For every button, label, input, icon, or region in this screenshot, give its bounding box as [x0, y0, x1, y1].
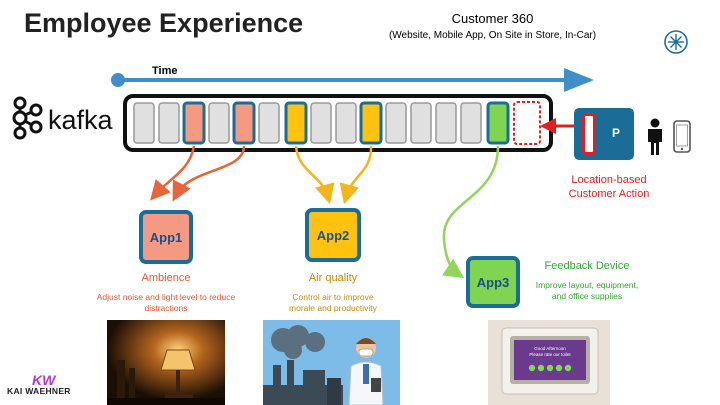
log-cells: [133, 101, 541, 145]
brand-logo: KW: [32, 372, 56, 388]
app3-caption: Feedback Device: [544, 260, 630, 272]
air-quality-photo: [263, 320, 400, 405]
time-arrow: [111, 68, 594, 92]
app2-box: App2: [305, 208, 361, 262]
location-device-letter: P: [612, 126, 621, 140]
smartphone-icon: [673, 120, 691, 153]
page-title: Employee Experience: [24, 8, 304, 38]
location-action-label: Location-based Customer Action: [568, 174, 650, 200]
feedback-device-photo: Good Afternoon Please rate our toilet: [488, 320, 610, 405]
app2-label: App2: [316, 227, 350, 243]
app3-box: App3: [466, 256, 520, 308]
app1-caption: Ambience: [141, 272, 191, 284]
compass-icon: [664, 30, 688, 54]
app1-description: Adjust noise and light level to reduce d…: [96, 292, 236, 313]
brand-name: KAI WAEHNER: [7, 386, 71, 396]
kiosk-screen-text: Good Afternoon Please rate our toilet: [529, 346, 571, 357]
app1-box: App1: [139, 210, 193, 264]
app2-caption: Air quality: [308, 272, 358, 284]
consumer-arrows: [150, 145, 500, 279]
person-icon: [648, 118, 662, 155]
customer360-title: Customer 360: [451, 11, 534, 26]
time-label: Time: [152, 65, 178, 77]
customer360-subtitle: (Website, Mobile App, On Site in Store, …: [388, 30, 597, 41]
kafka-logo-icon: [12, 96, 43, 140]
app2-description: Control air to improve morale and produc…: [289, 292, 377, 313]
app1-label: App1: [149, 229, 183, 245]
kafka-label: kafka: [48, 105, 113, 135]
location-device-screen: [582, 113, 596, 155]
app3-label: App3: [476, 274, 510, 290]
ambience-photo: [107, 320, 225, 405]
app3-description: Improve layout, equipment, and office su…: [535, 280, 639, 301]
location-device: P: [574, 108, 634, 160]
